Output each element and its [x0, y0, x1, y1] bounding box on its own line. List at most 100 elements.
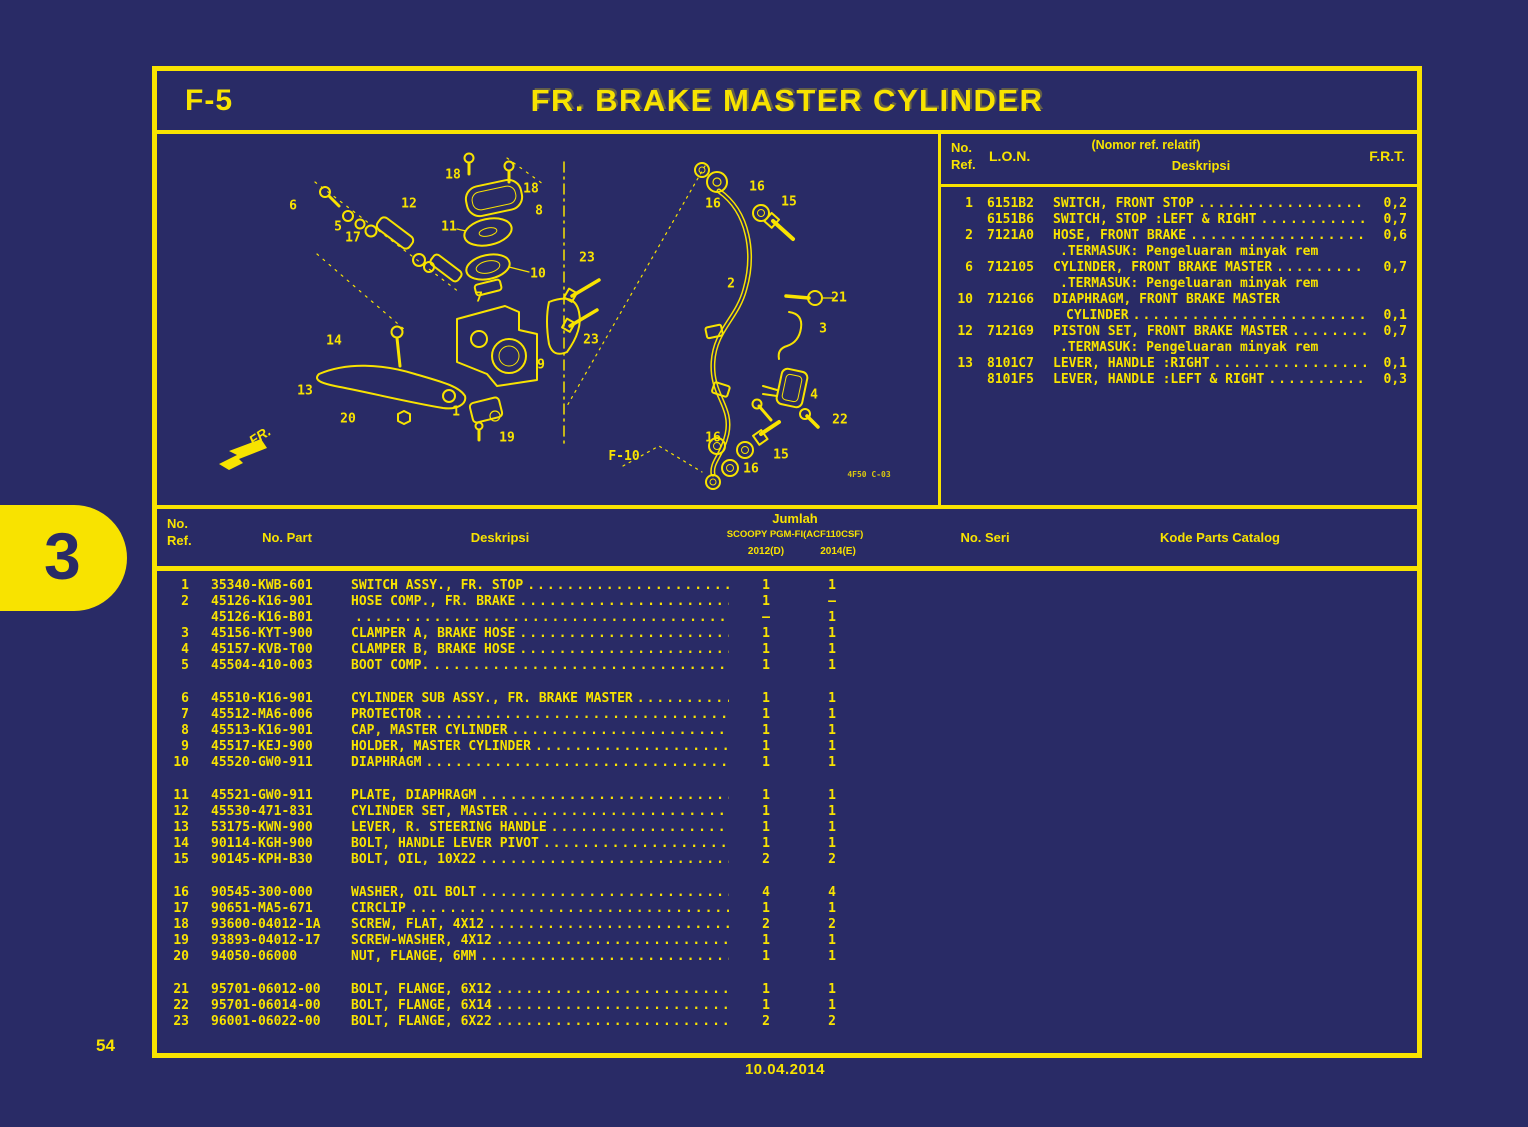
part-callout: 9 — [537, 358, 545, 373]
part-callout: 8 — [535, 204, 543, 219]
part-callout: 19 — [499, 431, 515, 446]
chapter-tab[interactable]: 3 — [0, 505, 127, 611]
ref-table-header: No. Ref. L.O.N. (Nomor ref. relatif) Des… — [941, 134, 1417, 187]
part-callout: 15 — [781, 195, 797, 210]
part-callout: 1 — [452, 405, 460, 420]
ref-table-row: .TERMASUK: Pengeluaran minyak rem — [1060, 340, 1319, 355]
part-callout: 23 — [579, 251, 595, 266]
chapter-tab-number: 3 — [44, 519, 81, 593]
part-callout: 16 — [705, 197, 721, 212]
f10-crossref-label[interactable]: F-10 — [608, 449, 639, 464]
parts-col-2012: 2012(D) — [747, 546, 785, 557]
part-callout: 3 — [819, 322, 827, 337]
part-callout: 18 — [523, 182, 539, 197]
page-title: FR. BRAKE MASTER CYLINDER — [530, 83, 1044, 118]
part-callout: 16 — [749, 180, 765, 195]
parts-col-no-line1: No. — [167, 516, 188, 531]
ref-col-description: Deskripsi — [1171, 158, 1231, 173]
part-callout: 11 — [441, 220, 457, 235]
part-callout: 20 — [340, 412, 356, 427]
ref-table-row: .TERMASUK: Pengeluaran minyak rem — [1060, 276, 1319, 291]
ref-col-no-line1: No. — [951, 140, 972, 155]
part-callout: 14 — [326, 334, 342, 349]
part-callout: 23 — [583, 333, 599, 348]
part-callout: 2 — [727, 277, 735, 292]
footer-date: 10.04.2014 — [744, 1061, 826, 1078]
parts-col-description: Deskripsi — [470, 530, 530, 545]
parts-col-part: No. Part — [262, 530, 312, 545]
section-code: F-5 — [185, 84, 233, 117]
part-callout: 6 — [289, 199, 297, 214]
parts-col-model: SCOOPY PGM-FI(ACF110CSF) — [726, 529, 864, 540]
ref-table: No. Ref. L.O.N. (Nomor ref. relatif) Des… — [938, 134, 1417, 505]
ref-col-no-line2: Ref. — [951, 157, 976, 172]
part-callout: 18 — [445, 168, 461, 183]
part-callout: 17 — [345, 231, 361, 246]
part-callout: 4 — [810, 388, 818, 403]
part-callout: 7 — [475, 291, 483, 306]
ref-col-frt: F.R.T. — [1369, 148, 1405, 164]
catalog-frame: F-5 FR. BRAKE MASTER CYLINDER — [152, 66, 1422, 1058]
part-callout: 16 — [743, 462, 759, 477]
fr-direction-arrow-icon — [219, 439, 267, 470]
parts-table-row: 45126-K16-B01...........................… — [211, 610, 836, 625]
ref-col-relative-note: (Nomor ref. relatif) — [1091, 138, 1201, 152]
part-callout: 21 — [831, 291, 847, 306]
parts-col-catalog-code: Kode Parts Catalog — [1160, 530, 1280, 545]
part-callout: 13 — [297, 384, 313, 399]
diagram-art — [314, 152, 834, 490]
parts-col-serial: No. Seri — [960, 530, 1010, 545]
page-header: F-5 FR. BRAKE MASTER CYLINDER — [157, 71, 1417, 134]
part-callout: 10 — [530, 267, 546, 282]
ref-col-lon: L.O.N. — [989, 148, 1031, 164]
part-callout: 12 — [401, 197, 417, 212]
diagram-plate-code: 4F50 C-03 — [847, 470, 891, 479]
parts-table-header: No. Ref. No. Part Deskripsi Jumlah SCOOP… — [157, 508, 1417, 571]
ref-table-row: CYLINDER................................… — [1066, 308, 1407, 323]
parts-col-quantity: Jumlah — [772, 511, 818, 526]
parts-col-2014: 2014(E) — [820, 546, 856, 557]
parts-col-no-line2: Ref. — [167, 533, 192, 548]
part-callout: 15 — [773, 448, 789, 463]
part-callout: 22 — [832, 413, 848, 428]
ref-table-row: .TERMASUK: Pengeluaran minyak rem — [1060, 244, 1319, 259]
exploded-diagram-svg: FR. F-10 4F50 C-03 181861285171110714139… — [219, 152, 891, 490]
